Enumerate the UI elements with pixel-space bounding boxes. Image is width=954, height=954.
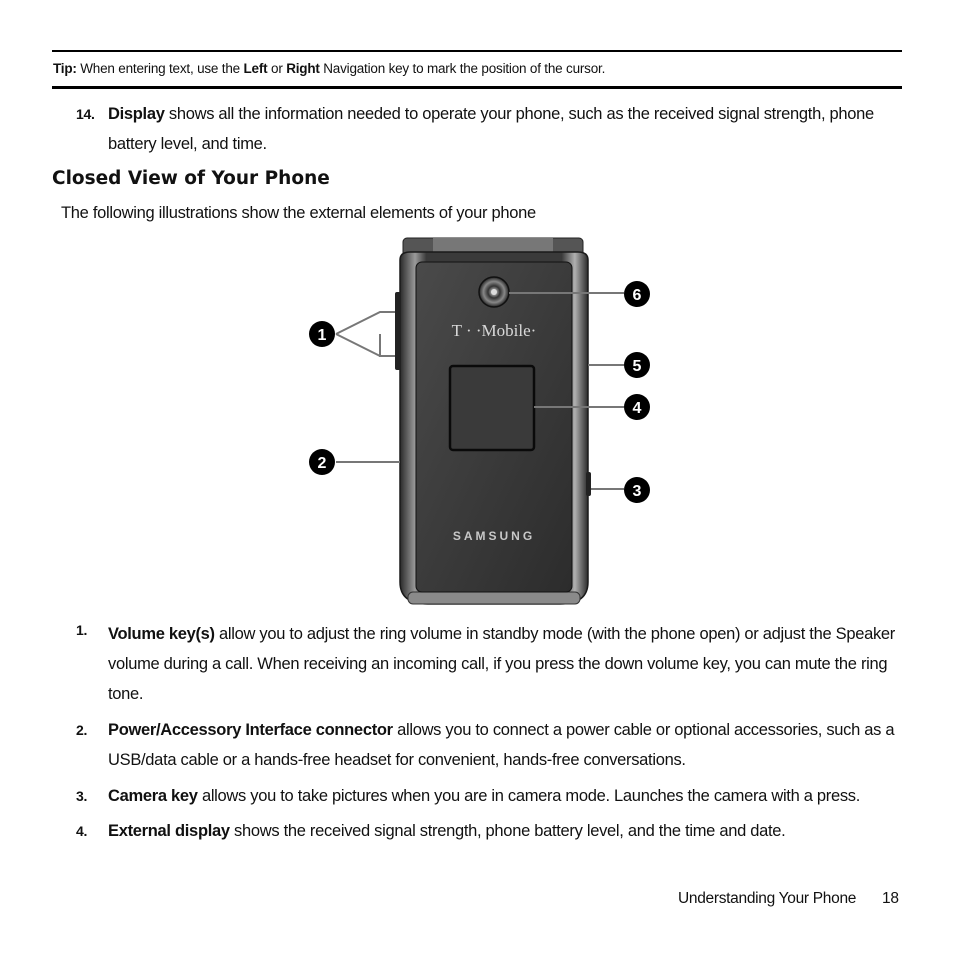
item-term: Volume key(s) <box>108 625 215 643</box>
item-body: Volume key(s) allow you to adjust the ri… <box>108 619 906 709</box>
phone-drawing: T · ·Mobile· SAMSUNG 1 2 3 4 5 <box>309 237 650 605</box>
item-term: External display <box>108 822 230 840</box>
camera-key <box>586 472 591 496</box>
phone-illustration: T · ·Mobile· SAMSUNG 1 2 3 4 5 <box>300 232 670 612</box>
callout-marker-1 <box>309 321 335 347</box>
section-heading: Closed View of Your Phone <box>52 168 330 189</box>
callout-line-1a <box>335 311 395 335</box>
callout-label-1: 1 <box>318 327 327 344</box>
callout-label-5: 5 <box>633 358 642 375</box>
callout-line-1c <box>335 333 381 357</box>
maker-logo: SAMSUNG <box>453 529 535 543</box>
tip-or: or <box>267 61 287 76</box>
footer-section-title: Understanding Your Phone <box>678 890 857 907</box>
top-rule <box>52 50 902 52</box>
callout-label-6: 6 <box>633 287 642 304</box>
tip-text-2: Navigation key to mark the position of t… <box>319 61 606 76</box>
item-term: Power/Accessory Interface connector <box>108 721 393 739</box>
list-item-power-connector: 2. Power/Accessory Interface connector a… <box>76 715 906 775</box>
list-item-display: 14. Display shows all the information ne… <box>76 99 906 159</box>
tip-left-key: Left <box>243 61 268 76</box>
item-text: shows the received signal strength, phon… <box>229 822 786 840</box>
callout-line-1b <box>379 334 395 357</box>
section-intro: The following illustrations show the ext… <box>61 204 536 222</box>
item-text: allow you to adjust the ring volume in s… <box>108 625 895 703</box>
tip-note: Tip: When entering text, use the Left or… <box>53 61 605 76</box>
item-body: Camera key allows you to take pictures w… <box>108 781 906 811</box>
callout-label-3: 3 <box>633 483 642 500</box>
volume-key <box>395 292 401 370</box>
item-body: Display shows all the information needed… <box>108 99 906 159</box>
item-number: 4. <box>76 823 88 839</box>
carrier-logo: T · ·Mobile· <box>452 321 537 340</box>
item-number: 14. <box>76 106 95 122</box>
item-number: 3. <box>76 788 88 804</box>
camera-lens-center <box>491 289 497 295</box>
item-body: External display shows the received sign… <box>108 816 906 846</box>
page-number: 18 <box>882 890 899 907</box>
item-number: 1. <box>76 622 88 638</box>
tip-bottom-rule <box>52 86 902 89</box>
list-item-camera-key: 3. Camera key allows you to take picture… <box>76 781 906 811</box>
callout-marker-3 <box>624 477 650 503</box>
item-term: Camera key <box>108 787 198 805</box>
item-body: Power/Accessory Interface connector allo… <box>108 715 906 775</box>
callout-label-2: 2 <box>318 455 327 472</box>
list-item-volume-keys: 1. Volume key(s) allow you to adjust the… <box>76 619 906 709</box>
callout-marker-4 <box>624 394 650 420</box>
item-number: 2. <box>76 722 88 738</box>
item-text: allows you to connect a power cable or o… <box>108 721 895 769</box>
item-text: allows you to take pictures when you are… <box>197 787 861 805</box>
tip-right-key: Right <box>286 61 320 76</box>
bottom-ridge <box>407 591 581 605</box>
item-text: shows all the information needed to oper… <box>108 105 874 153</box>
callout-marker-2 <box>309 449 335 475</box>
item-term: Display <box>108 105 165 123</box>
callout-label-4: 4 <box>633 400 642 417</box>
callout-marker-5 <box>624 352 650 378</box>
callout-marker-6 <box>624 281 650 307</box>
external-display <box>448 364 536 452</box>
tip-text-1: When entering text, use the <box>76 61 244 76</box>
list-item-external-display: 4. External display shows the received s… <box>76 816 906 846</box>
tip-label: Tip: <box>53 61 77 76</box>
